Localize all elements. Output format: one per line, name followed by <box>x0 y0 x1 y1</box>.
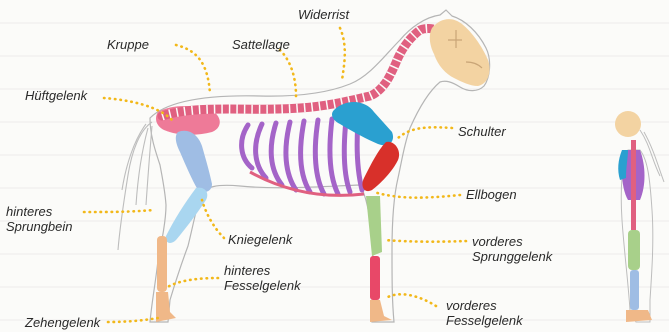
label-kruppe: Kruppe <box>107 37 149 52</box>
label-ellbogen: Ellbogen <box>466 187 517 202</box>
label-zehengelenk: Zehengelenk <box>25 315 100 330</box>
humerus <box>362 142 399 191</box>
spine <box>162 29 436 117</box>
leader-schulter <box>398 127 452 138</box>
label-vorderes-sprunggelenk: vorderes Sprunggelenk <box>472 234 552 264</box>
tibia <box>166 188 208 243</box>
leader-vorderes-sprunggelenk <box>384 240 466 242</box>
skull <box>430 19 490 86</box>
leader-sprungbein <box>84 210 154 212</box>
human-thigh <box>628 230 640 270</box>
label-hinteres-fesselgelenk: hinteres Fesselgelenk <box>224 263 301 293</box>
hind-cannon <box>157 236 167 292</box>
fore-radius <box>366 196 382 256</box>
leader-widerrist <box>340 28 345 80</box>
label-schulter: Schulter <box>458 124 506 139</box>
label-kniegelenk: Kniegelenk <box>228 232 292 247</box>
leader-vorderes-fesselgelenk <box>386 294 436 306</box>
human-skull <box>615 111 641 137</box>
label-hinteres-sprungbein: hinteres Sprungbein <box>6 204 73 234</box>
human-shin <box>630 270 639 310</box>
hind-hoof <box>156 292 176 322</box>
leader-kniegelenk <box>202 200 224 238</box>
fore-hoof <box>370 300 392 322</box>
label-sattellage: Sattellage <box>232 37 290 52</box>
leader-ellbogen <box>374 192 460 198</box>
label-hueftgelenk: Hüftgelenk <box>25 88 87 103</box>
fore-cannon <box>370 256 380 300</box>
label-widerrist: Widerrist <box>298 7 349 22</box>
leader-kruppe <box>176 45 210 94</box>
ribs <box>242 119 362 194</box>
human-spine <box>631 140 636 230</box>
label-vorderes-fesselgelenk: vorderes Fesselgelenk <box>446 298 523 328</box>
horse-tail <box>118 122 152 250</box>
scapula <box>332 102 393 145</box>
human-figure <box>615 111 664 322</box>
paper-lines <box>0 23 669 320</box>
femur <box>176 131 212 192</box>
human-foot <box>626 310 652 322</box>
